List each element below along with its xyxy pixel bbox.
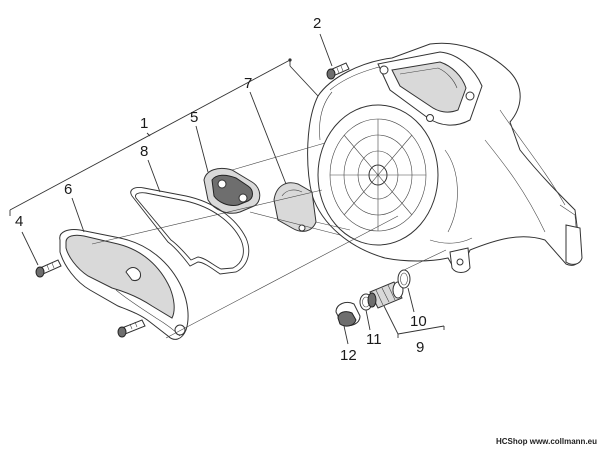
callout-2: 2	[313, 15, 321, 32]
callout-9: 9	[416, 339, 424, 356]
callout-7: 7	[244, 75, 252, 92]
callout-12: 12	[340, 347, 357, 364]
part-10-seal-ring	[397, 269, 411, 289]
callout-5: 5	[190, 109, 198, 126]
engine-cover-housing	[307, 42, 583, 273]
callout-8: 8	[140, 143, 148, 160]
callout-6: 6	[64, 181, 72, 198]
callout-10: 10	[410, 313, 427, 330]
callout-11: 11	[366, 331, 382, 348]
part-2-screw	[326, 62, 350, 80]
part-12-plug	[335, 301, 361, 327]
part-7-cover-cap	[273, 182, 317, 232]
leader-lines	[9, 33, 447, 345]
part-9-valve-body	[367, 281, 404, 309]
callout-labels: 1 2 4 5 6 7 8 9 10 11 12	[15, 15, 427, 364]
watermark-text: HCShop www.collmann.eu	[496, 437, 597, 446]
part-5-grommet-plate	[203, 167, 261, 214]
part-4-screw-lower	[117, 319, 146, 338]
part-6-outer-cover-panel	[59, 229, 189, 340]
callout-4: 4	[15, 213, 23, 230]
part-8-seal-gasket	[130, 187, 250, 275]
callout-1: 1	[140, 115, 148, 132]
part-4-screw-upper	[35, 259, 62, 278]
